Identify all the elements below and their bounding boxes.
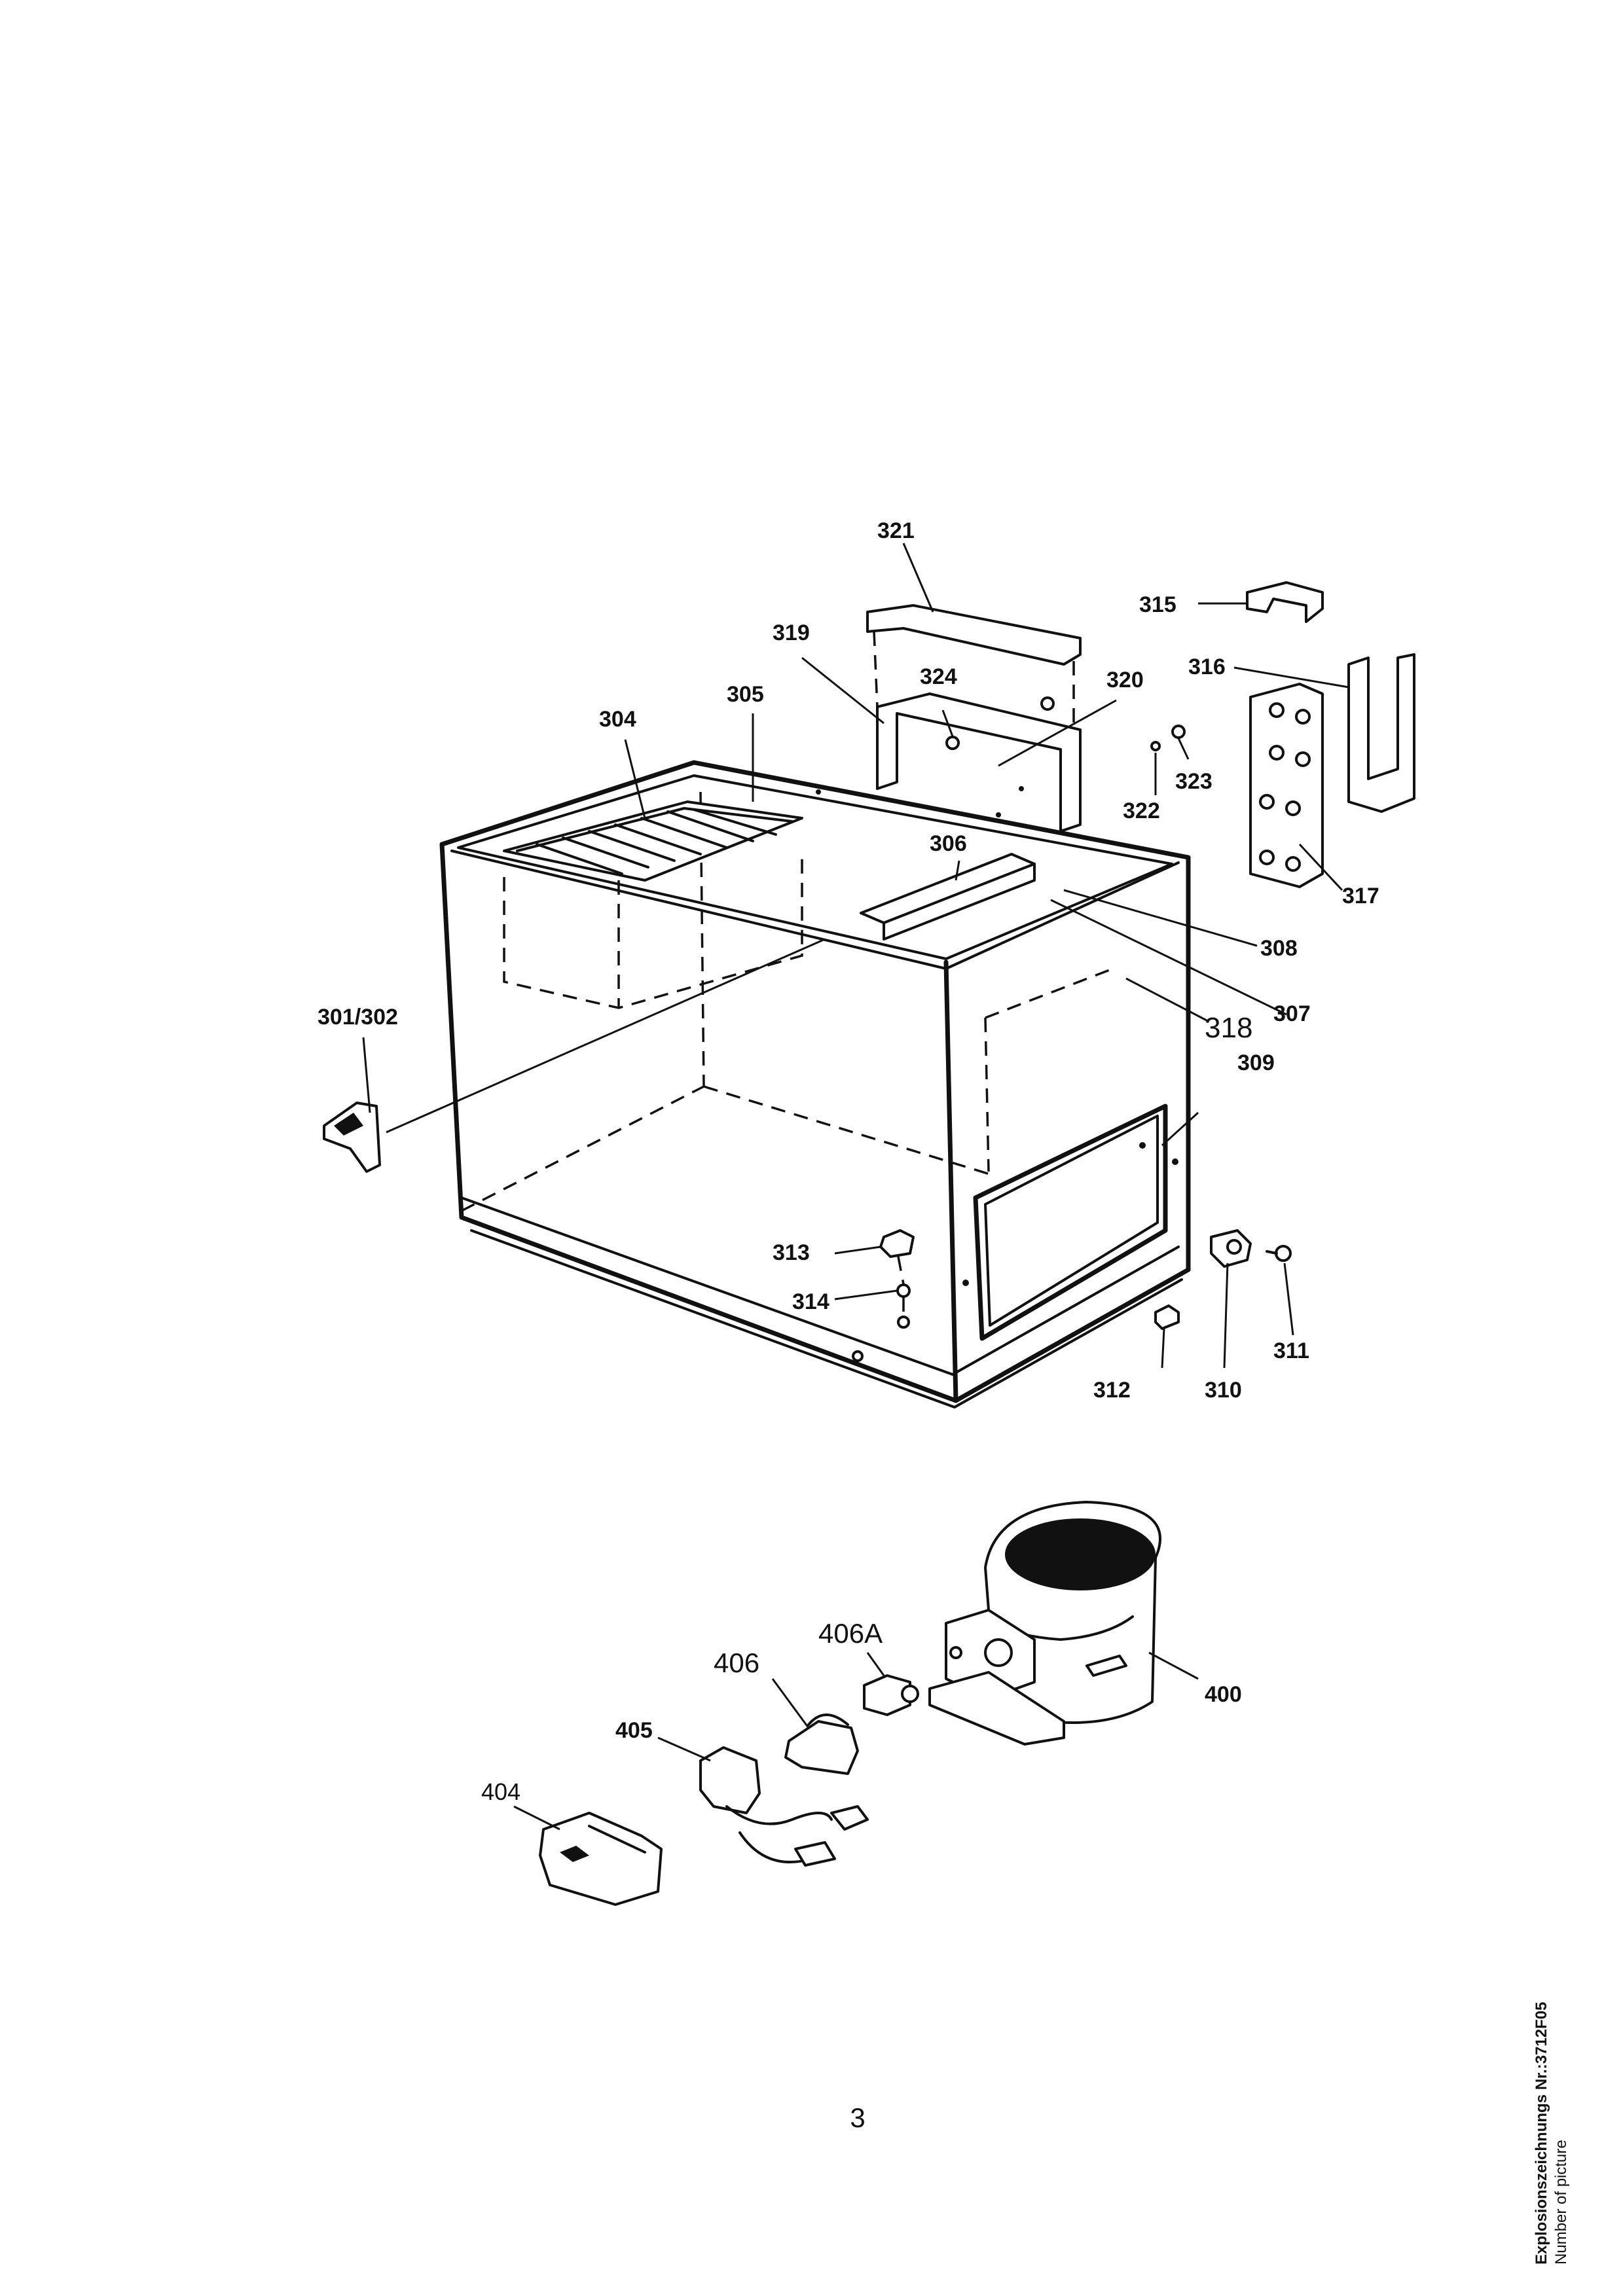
top-bar — [866, 604, 1082, 726]
starter-406 — [771, 1678, 859, 1775]
leader-lines — [362, 543, 1349, 1369]
hinge-brackets — [1246, 581, 1415, 888]
freezer-cabinet — [386, 604, 1191, 1408]
callout-313: 313 — [773, 1240, 810, 1265]
control-panel — [962, 1103, 1178, 1341]
callout-404: 404 — [481, 1778, 520, 1805]
cover-404 — [513, 1805, 663, 1906]
callout-406: 406 — [714, 1647, 759, 1678]
callout-317: 317 — [1342, 884, 1379, 908]
callout-301-302: 301/302 — [318, 1005, 398, 1030]
lid-latch — [323, 1102, 381, 1173]
drawing-number-caption: Explosionszeichnungs Nr.:3712F05 Number … — [1532, 1950, 1584, 2265]
callout-312: 312 — [1093, 1378, 1131, 1403]
wiring-405 — [657, 1736, 869, 1867]
callout-310: 310 — [1205, 1378, 1242, 1403]
callout-305: 305 — [727, 682, 764, 707]
callout-306: 306 — [930, 831, 967, 856]
picture-number-label: Number of picture — [1552, 2140, 1570, 2265]
small-parts — [852, 1229, 1292, 1362]
basket — [503, 800, 803, 1009]
callout-311: 311 — [1273, 1338, 1309, 1363]
callout-322: 322 — [1123, 798, 1160, 823]
callout-315: 315 — [1139, 592, 1176, 617]
drawing-number-label: Explosionszeichnungs Nr.:3712F05 — [1533, 2001, 1550, 2265]
callout-323: 323 — [1175, 769, 1213, 794]
callout-318: 318 — [1205, 1012, 1252, 1044]
callout-308: 308 — [1260, 936, 1298, 961]
compressor — [928, 1501, 1199, 1746]
callout-321: 321 — [877, 518, 915, 543]
callout-labels: 321 315 319 324 320 316 305 304 323 322 … — [318, 518, 1379, 1805]
callout-309: 309 — [1237, 1050, 1275, 1075]
rear-frame — [876, 692, 1082, 833]
callout-324: 324 — [920, 664, 957, 689]
relay-406a — [863, 1652, 919, 1716]
callout-405: 405 — [615, 1718, 653, 1743]
page-number: 3 — [850, 2102, 866, 2133]
callout-400: 400 — [1205, 1682, 1242, 1707]
callout-320: 320 — [1106, 668, 1144, 692]
callout-316: 316 — [1188, 655, 1226, 679]
callout-319: 319 — [773, 620, 810, 645]
callout-406a: 406A — [818, 1618, 883, 1649]
callout-314: 314 — [792, 1289, 830, 1314]
callout-304: 304 — [599, 707, 636, 732]
callout-307: 307 — [1273, 1001, 1311, 1026]
